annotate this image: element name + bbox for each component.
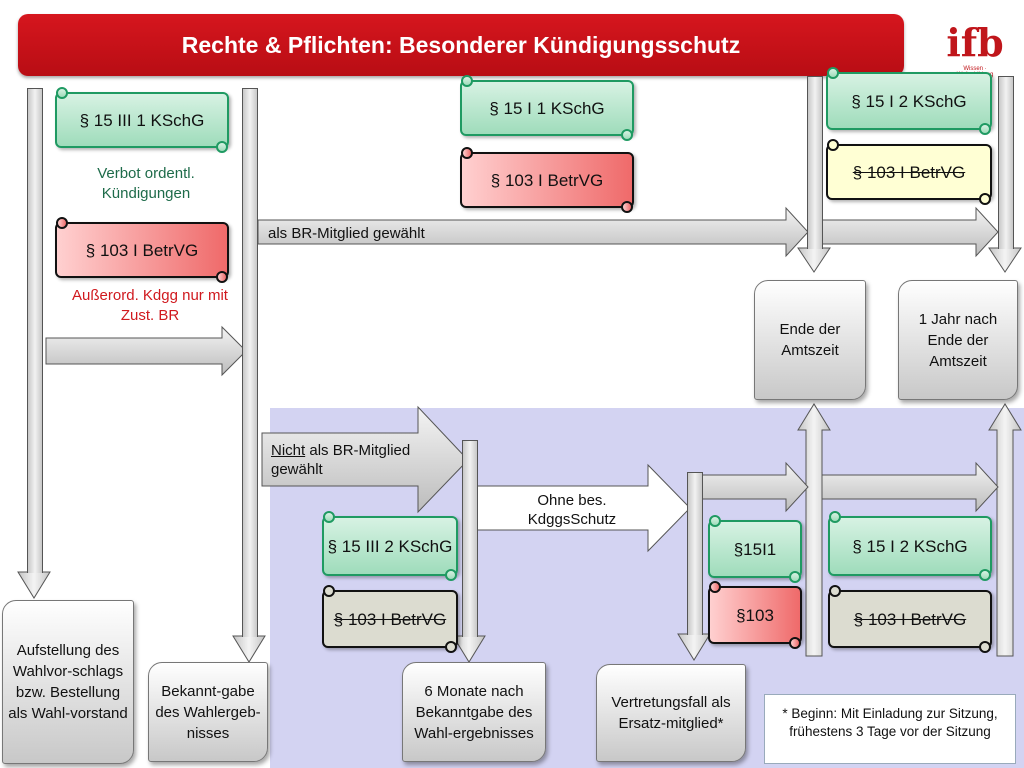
down-arrowhead-2: [232, 635, 266, 663]
scroll-103-small: §103: [708, 581, 802, 649]
timeline-bar-sechs-monate: [462, 440, 478, 637]
label-br-gewaehlt: als BR-Mitglied gewählt: [268, 225, 425, 242]
label-ohne-schutz: Ohne bes. KdggsSchutz: [527, 492, 617, 528]
right-arrow-ohne-schutz: [473, 463, 691, 553]
down-arrowhead-6: [988, 247, 1022, 273]
scroll-103-betrvg-left: § 103 I BetrVG: [55, 217, 229, 283]
right-arrow-left: [45, 325, 247, 377]
scroll-15-I-2-kschg-lower: § 15 I 2 KSchG: [828, 511, 992, 581]
scroll-15-III-1-kschg: § 15 III 1 KSchG: [55, 87, 229, 153]
logo-text: ifb: [946, 20, 1004, 65]
scroll-103-betrvg-top-right: § 103 I BetrVG: [826, 139, 992, 205]
right-arrow-br-gewaehlt: [257, 206, 809, 258]
timeline-bar-bekanntgabe: [242, 88, 258, 637]
timeline-bar-ende-amtszeit: [807, 76, 823, 249]
scroll-15I1-small: §15I1: [708, 515, 802, 583]
right-arrow-lower-2: [821, 461, 999, 513]
down-arrowhead-5: [797, 247, 831, 273]
card-ende-amtszeit: Ende der Amtszeit: [754, 280, 866, 400]
scroll-15-III-2-kschg: § 15 III 2 KSchG: [322, 511, 458, 581]
label-nicht-prefix: Nicht: [271, 442, 306, 459]
right-arrow-upper-right: [817, 206, 999, 258]
card-sechs-monate: 6 Monate nach Bekanntgabe des Wahl-ergeb…: [402, 662, 546, 762]
up-arrow-2: [988, 403, 1022, 657]
note-ausserordentlich: Außerord. Kdgg nur mit Zust. BR: [72, 287, 228, 324]
label-nicht-rest: als BR-Mitglied gewählt: [271, 442, 411, 478]
note-verbot-ordentlich: Verbot ordentl. Kündigungen: [97, 165, 195, 202]
right-arrow-lower-1: [697, 461, 809, 513]
card-bekanntgabe: Bekannt-gabe des Wahlergeb-nisses: [148, 662, 268, 762]
timeline-bar-aufstellung: [27, 88, 43, 573]
timeline-bar-ein-jahr: [998, 76, 1014, 249]
card-aufstellung: Aufstellung des Wahlvor-schlags bzw. Bes…: [2, 600, 134, 764]
scroll-103-betrvg-lower-right: § 103 I BetrVG: [828, 585, 992, 653]
scroll-15-I-1-kschg: § 15 I 1 KSchG: [460, 75, 634, 141]
label-nicht-gewaehlt: Nicht als BR-Mitglied gewählt: [271, 441, 411, 479]
card-ein-jahr: 1 Jahr nach Ende der Amtszeit: [898, 280, 1018, 400]
down-arrowhead-1: [17, 571, 51, 599]
down-arrowhead-4: [677, 633, 711, 661]
up-arrow-1: [797, 403, 831, 657]
timeline-bar-vertretung: [687, 472, 703, 635]
page-title: Rechte & Pflichten: Besonderer Kündigung…: [18, 14, 904, 76]
scroll-103-betrvg-lower-left: § 103 I BetrVG: [322, 585, 458, 653]
footnote-box: * Beginn: Mit Einladung zur Sitzung, frü…: [764, 694, 1016, 764]
page-title-text: Rechte & Pflichten: Besonderer Kündigung…: [181, 31, 741, 58]
card-vertretungsfall: Vertretungsfall als Ersatz-mitglied*: [596, 664, 746, 762]
right-arrow-nicht-gewaehlt: [261, 405, 469, 514]
scroll-103-betrvg-middle: § 103 I BetrVG: [460, 147, 634, 213]
scroll-15-I-2-kschg-top: § 15 I 2 KSchG: [826, 67, 992, 135]
